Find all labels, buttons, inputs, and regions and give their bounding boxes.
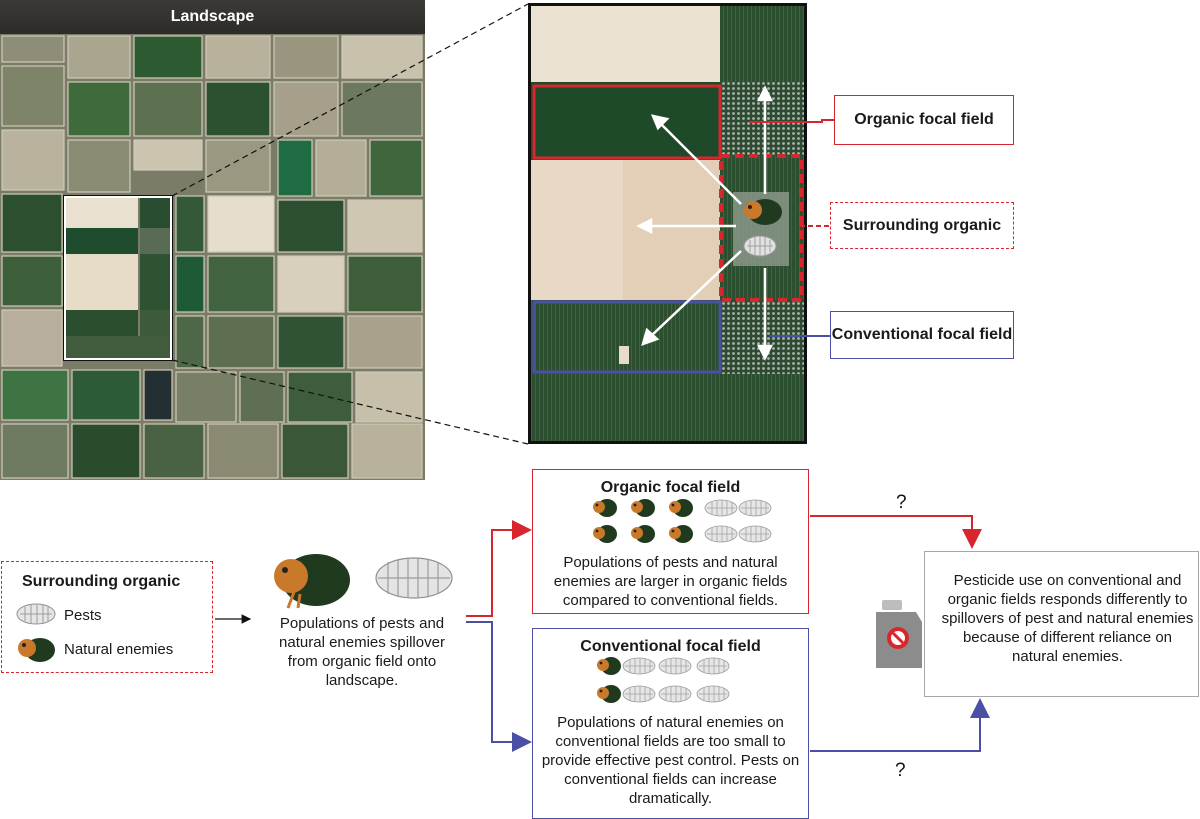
organic-population-icons bbox=[593, 499, 772, 543]
organic-callout-line bbox=[750, 119, 834, 123]
conventional-focal-outline bbox=[532, 300, 722, 374]
landscape-title: Landscape bbox=[0, 0, 425, 34]
legend-pests-label: Pests bbox=[64, 607, 102, 624]
pesticide-box bbox=[924, 551, 1199, 697]
zoom-region-outline bbox=[64, 196, 172, 360]
pest-icon bbox=[704, 499, 738, 517]
spillover-arrows bbox=[636, 85, 774, 361]
natural-enemy-icon bbox=[744, 199, 782, 225]
question-mark-top: ? bbox=[896, 492, 907, 513]
landscape-image: Landscape bbox=[0, 0, 425, 480]
pesticide-jug-icon bbox=[876, 600, 922, 668]
pest-icon bbox=[704, 525, 738, 543]
natural-enemy-icon bbox=[669, 525, 693, 543]
surrounding-organic-label: Surrounding organic bbox=[830, 202, 1014, 249]
conventional-population-icons bbox=[597, 657, 730, 703]
pesticide-text: Pesticide use on conventional and organi… bbox=[941, 572, 1194, 665]
conventional-box-text: Populations of natural enemies on conven… bbox=[541, 714, 800, 807]
spillover-text: Populations of pests and natural enemies… bbox=[279, 615, 445, 689]
conventional-focal-box: Conventional focal field Populations of … bbox=[532, 628, 809, 819]
legend-natural-enemies-label: Natural enemies bbox=[64, 641, 174, 658]
zoom-connector-top bbox=[171, 3, 529, 197]
zoomed-field-view bbox=[528, 3, 807, 444]
pest-icon bbox=[16, 603, 56, 625]
natural-enemy-icon bbox=[18, 638, 55, 662]
pest-icon bbox=[622, 685, 656, 703]
organic-focal-outline bbox=[532, 84, 722, 160]
natural-enemy-icon bbox=[597, 657, 621, 675]
natural-enemy-icon bbox=[597, 685, 621, 703]
conventional-box-title: Conventional focal field bbox=[580, 638, 761, 655]
legend-box: Surrounding organic Pests Natural enemie… bbox=[1, 561, 213, 673]
pest-icon bbox=[622, 657, 656, 675]
conventional-to-pesticide-arrow bbox=[810, 698, 990, 752]
pest-icon bbox=[696, 657, 730, 675]
pest-icon bbox=[738, 525, 772, 543]
landscape-fields bbox=[0, 0, 425, 480]
pest-icon bbox=[375, 557, 453, 599]
zoom-connector-bottom bbox=[171, 359, 529, 445]
organic-to-pesticide-arrow bbox=[810, 515, 982, 549]
natural-enemy-icon bbox=[631, 499, 655, 517]
pest-icon bbox=[658, 685, 692, 703]
natural-enemy-icon bbox=[593, 525, 617, 543]
to-organic-arrow bbox=[466, 520, 532, 617]
natural-enemy-icon bbox=[274, 554, 350, 609]
pest-icon bbox=[696, 685, 730, 703]
organic-focal-box: Organic focal field Populations of pests… bbox=[532, 469, 809, 614]
natural-enemy-icon bbox=[593, 499, 617, 517]
question-mark-bottom: ? bbox=[895, 760, 906, 781]
natural-enemy-icon bbox=[669, 499, 693, 517]
organic-box-title: Organic focal field bbox=[600, 479, 741, 496]
organic-box-text: Populations of pests and natural enemies… bbox=[553, 554, 788, 609]
zoomed-fields bbox=[531, 6, 804, 441]
natural-enemy-icon bbox=[631, 525, 655, 543]
pest-icon bbox=[738, 499, 772, 517]
to-conventional-arrow bbox=[466, 621, 532, 752]
pest-icon bbox=[743, 235, 777, 257]
legend-icons bbox=[16, 603, 56, 662]
conventional-focal-label: Conventional focal field bbox=[830, 311, 1014, 359]
legend-title: Surrounding organic bbox=[22, 573, 181, 590]
spillover-insects bbox=[274, 554, 453, 609]
organic-focal-label: Organic focal field bbox=[834, 95, 1014, 145]
pest-icon bbox=[658, 657, 692, 675]
